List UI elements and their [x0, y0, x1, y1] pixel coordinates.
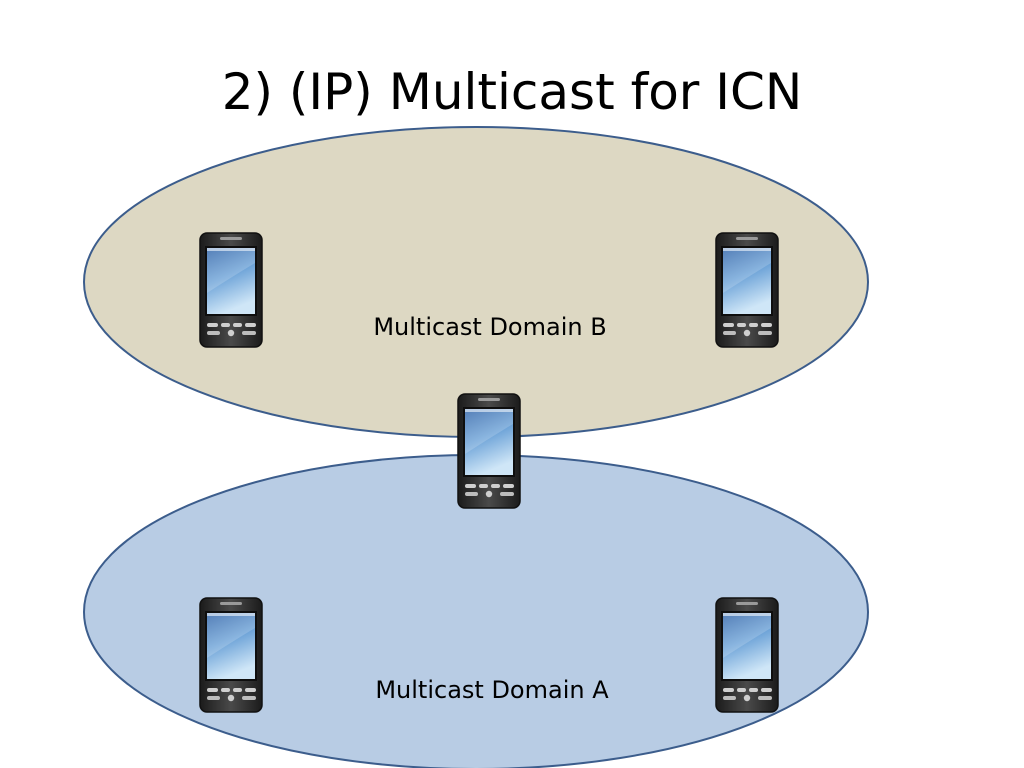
- phone-domain-a-right: [715, 597, 779, 713]
- phone-domain-a-left: [199, 597, 263, 713]
- slide-title: 2) (IP) Multicast for ICN: [221, 63, 803, 121]
- multicast-domain-b: Multicast Domain B: [83, 126, 869, 438]
- phone-domain-b-right: [715, 232, 779, 348]
- smartphone-icon: [199, 232, 263, 348]
- smartphone-icon: [199, 597, 263, 713]
- domain-a-label: Multicast Domain A: [375, 676, 609, 704]
- phone-domain-b-left: [199, 232, 263, 348]
- smartphone-icon: [457, 393, 521, 509]
- smartphone-icon: [715, 597, 779, 713]
- phone-bridge: [457, 393, 521, 509]
- domain-b-label: Multicast Domain B: [373, 313, 606, 341]
- smartphone-icon: [715, 232, 779, 348]
